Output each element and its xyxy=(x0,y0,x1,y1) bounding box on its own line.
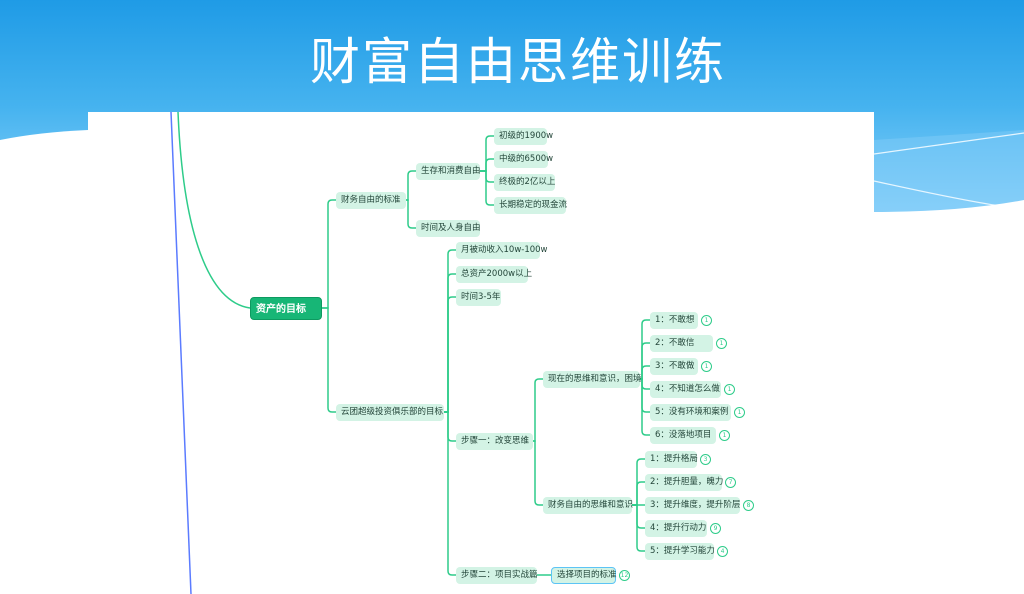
connector-c0 xyxy=(444,249,456,413)
comment-count-badge[interactable]: 9 xyxy=(710,522,721,534)
connector-s2 xyxy=(480,170,494,183)
connector-k5 xyxy=(640,378,650,436)
mindmap-node-s3[interactable]: 长期稳定的现金流 xyxy=(494,196,567,214)
mindmap-node-k5[interactable]: 6：没落地项目 xyxy=(650,426,716,444)
mindmap-node-surv[interactable]: 生存和消费自由 xyxy=(416,162,481,180)
connector-k2 xyxy=(640,365,650,380)
mindmap-node-c0[interactable]: 月被动收入10w-100w xyxy=(456,241,548,259)
connector-tf xyxy=(406,199,416,229)
comment-count-badge[interactable]: 1 xyxy=(701,314,712,326)
comment-count-badge[interactable]: 1 xyxy=(719,429,730,441)
connector-f1 xyxy=(632,481,645,506)
connector-st1 xyxy=(444,411,456,442)
mindmap-node-k0[interactable]: 1：不敢想 xyxy=(650,311,698,329)
connector-c2 xyxy=(444,296,456,413)
comment-count-badge[interactable]: 1 xyxy=(734,406,745,418)
connector-f3 xyxy=(632,504,645,529)
connector-f0 xyxy=(632,458,645,506)
mindmap-node-root[interactable]: 资产的目标 xyxy=(250,296,322,320)
connector-k1 xyxy=(640,342,650,380)
mindmap-node-f4[interactable]: 5：提升学习能力 xyxy=(645,542,715,560)
connector-surv xyxy=(406,170,416,201)
comment-count-badge[interactable]: 3 xyxy=(700,453,711,465)
comment-count-badge[interactable]: 7 xyxy=(725,476,736,488)
mindmap-node-k4[interactable]: 5：没有环境和案例 xyxy=(650,403,731,421)
mindmap-node-std[interactable]: 财务自由的标准 xyxy=(336,191,406,209)
mindmap-node-fr[interactable]: 财务自由的思维和意识 xyxy=(543,496,633,514)
mindmap-node-k2[interactable]: 3：不敢做 xyxy=(650,357,698,375)
mindmap-node-c2[interactable]: 时间3-5年 xyxy=(456,288,501,306)
comment-count-badge[interactable]: 1 xyxy=(724,383,735,395)
connector-s3 xyxy=(480,170,494,206)
mindmap-node-s1[interactable]: 中级的6500w xyxy=(494,150,553,168)
mindmap-node-sel[interactable]: 选择项目的标准 xyxy=(551,566,617,584)
comment-count-badge[interactable]: 4 xyxy=(717,545,728,557)
mindmap-node-st1[interactable]: 步骤一：改变思维 xyxy=(456,432,533,450)
mindmap-node-st2[interactable]: 步骤二：项目实战篇 xyxy=(456,566,538,584)
mindmap-node-tf[interactable]: 时间及人身自由 xyxy=(416,219,481,237)
connector-s0 xyxy=(480,135,494,172)
connector-st2 xyxy=(444,411,456,576)
comment-count-badge[interactable]: 1 xyxy=(716,337,727,349)
slide-title: 财富自由思维训练 xyxy=(310,33,726,91)
mindmap-node-s2[interactable]: 终极的2亿以上 xyxy=(494,173,555,191)
connector-s1 xyxy=(480,158,494,172)
mindmap-node-k3[interactable]: 4：不知道怎么做 xyxy=(650,380,721,398)
connector-c1 xyxy=(444,273,456,413)
connector-club xyxy=(322,307,336,413)
mindmap-node-s0[interactable]: 初级的1900w xyxy=(494,127,553,145)
mindmap-canvas[interactable]: 资产的目标 财务自由的标准生存和消费自由初级的1900w 中级的6500w 终极的2亿… xyxy=(88,112,874,594)
comment-count-badge[interactable]: 12 xyxy=(619,569,630,581)
connector-k0 xyxy=(640,319,650,380)
connector-fr xyxy=(533,440,543,506)
mindmap-node-f1[interactable]: 2：提升胆量，魄力 xyxy=(645,473,723,491)
comment-count-badge[interactable]: 1 xyxy=(701,360,712,372)
mindmap-node-club[interactable]: 云团超级投资俱乐部的目标 xyxy=(336,403,444,421)
mindmap-node-f0[interactable]: 1：提升格局 xyxy=(645,450,698,468)
mindmap-node-f3[interactable]: 4：提升行动力 xyxy=(645,519,707,537)
mindmap-node-c1[interactable]: 总资产2000w以上 xyxy=(456,265,532,283)
mindmap-node-f2[interactable]: 3：提升维度，提升阶层 xyxy=(645,496,740,514)
connector-f4 xyxy=(632,504,645,552)
connector-std xyxy=(322,199,336,309)
vertical-guide-line xyxy=(170,112,192,594)
mindmap-node-cur[interactable]: 现在的思维和意识，困境 xyxy=(543,370,642,388)
mindmap-node-k1[interactable]: 2：不敢信 xyxy=(650,334,713,352)
comment-count-badge[interactable]: 8 xyxy=(743,499,754,511)
root-incoming-connector xyxy=(177,112,251,309)
mindmap-connectors xyxy=(170,112,650,594)
connector-cur xyxy=(533,378,543,442)
